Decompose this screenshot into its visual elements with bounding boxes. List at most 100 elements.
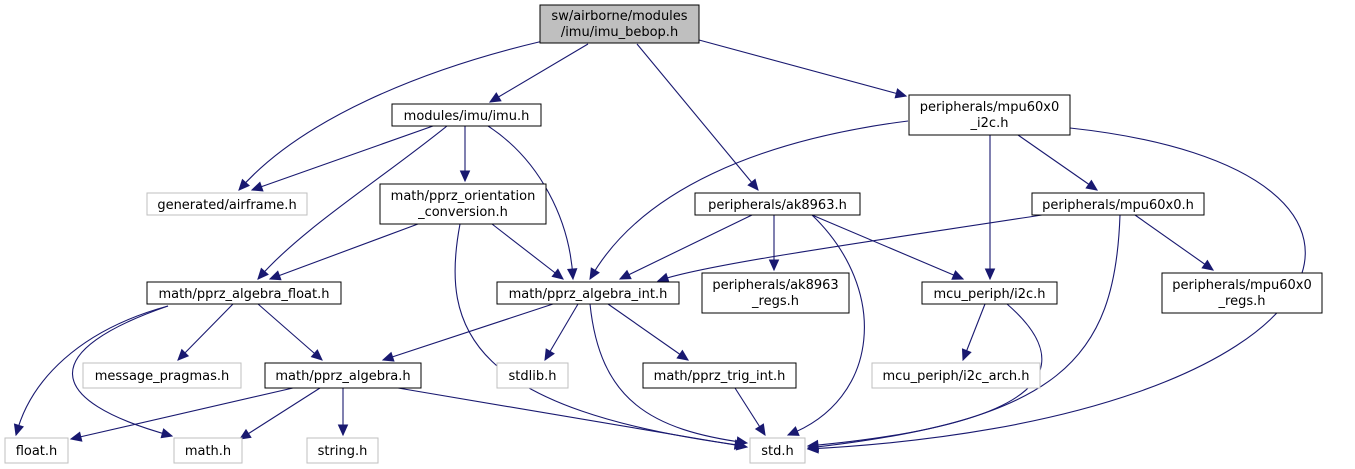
node-stdlib[interactable]: stdlib.h	[496, 362, 569, 389]
edge-line	[382, 303, 554, 361]
arrowhead-icon	[735, 440, 749, 451]
node-label-line: _i2c.h	[970, 116, 1009, 131]
edge-line	[1134, 214, 1214, 271]
edge-imu-bebop-to-mpu60x0-i2c	[698, 39, 908, 99]
edge-line	[257, 303, 323, 361]
edge-line	[269, 223, 419, 280]
node-ak8963[interactable]: peripherals/ak8963.h	[694, 192, 861, 216]
edge-algebra-int-to-trig-int	[607, 303, 689, 361]
node-label-line: peripherals/ak8963	[712, 278, 838, 293]
edge-mpu60x0-to-algebra-int	[656, 214, 1043, 283]
node-pprz-algebra-int[interactable]: math/pprz_algebra_int.h	[496, 281, 680, 305]
arrowhead-icon	[566, 268, 578, 281]
arrowhead-icon	[768, 259, 780, 272]
node-mcu-i2c[interactable]: mcu_periph/i2c.h	[921, 281, 1058, 305]
edge-line	[15, 305, 169, 436]
node-imu-bebop[interactable]: sw/airborne/modules /imu/imu_bebop.h	[539, 4, 700, 44]
arrowhead-icon	[238, 428, 252, 440]
edge-line	[811, 214, 964, 280]
node-label-line: message_pragmas.h	[95, 369, 230, 384]
node-i2c-arch[interactable]: mcu_periph/i2c_arch.h	[871, 362, 1041, 389]
edge-line	[589, 120, 909, 280]
edge-line	[491, 223, 564, 280]
edge-algebra-to-float	[69, 387, 294, 442]
arrowhead-icon	[618, 269, 632, 280]
edge-algebra-int-to-algebra	[381, 303, 554, 362]
node-pprz-algebra[interactable]: math/pprz_algebra.h	[264, 362, 422, 389]
edge-line	[239, 387, 321, 440]
node-ak8963-regs[interactable]: peripherals/ak8963 _regs.h	[701, 272, 850, 314]
arrowhead-icon	[160, 428, 174, 439]
arrowhead-icon	[656, 272, 670, 283]
edge-orientation-to-std	[454, 223, 747, 450]
edge-imu-bebop-to-ak8963	[636, 43, 759, 191]
node-math[interactable]: math.h	[173, 437, 243, 464]
arrowhead-icon	[310, 349, 323, 361]
node-label-line: std.h	[761, 444, 794, 459]
edge-algebra-float-to-algebra	[257, 303, 323, 361]
edge-line	[71, 305, 173, 437]
node-string[interactable]: string.h	[306, 437, 379, 464]
arrowhead-icon	[257, 267, 269, 280]
node-pprz-trig-int[interactable]: math/pprz_trig_int.h	[642, 362, 797, 389]
edge-ak8963-to-ak8963-regs	[768, 215, 780, 272]
node-label-line: mcu_periph/i2c.h	[933, 287, 1045, 302]
arrowhead-icon	[69, 431, 83, 442]
node-label-line: peripherals/mpu60x0.h	[1042, 198, 1194, 213]
edge-algebra-float-to-math	[71, 305, 174, 439]
edge-algebra-to-std	[397, 387, 749, 451]
node-std[interactable]: std.h	[749, 437, 806, 464]
edge-imu-to-airframe	[250, 125, 434, 192]
edge-line	[454, 223, 746, 447]
arrowhead-icon	[806, 439, 819, 451]
edge-line	[70, 387, 294, 440]
arrowhead-icon	[551, 268, 564, 280]
edge-algebra-to-string	[337, 388, 349, 437]
node-label-line: math/pprz_algebra_int.h	[509, 287, 668, 302]
edge-imu-to-orientation	[459, 126, 471, 183]
edge-line	[257, 125, 448, 280]
node-float[interactable]: float.h	[4, 437, 69, 464]
edge-algebra-to-math	[238, 387, 321, 440]
arrowhead-icon	[951, 270, 965, 280]
node-label-line: float.h	[16, 444, 58, 459]
node-pprz-algebra-float[interactable]: math/pprz_algebra_float.h	[146, 281, 342, 305]
arrowhead-icon	[250, 181, 264, 192]
node-message-pragmas[interactable]: message_pragmas.h	[82, 362, 242, 389]
node-imu[interactable]: modules/imu/imu.h	[391, 103, 542, 127]
edge-algebra-float-to-float	[13, 305, 169, 437]
node-airframe[interactable]: generated/airframe.h	[146, 192, 308, 216]
node-label-line: peripherals/mpu60x0	[920, 100, 1059, 115]
node-label-line: math/pprz_trig_int.h	[654, 369, 786, 384]
node-mpu60x0-regs[interactable]: peripherals/mpu60x0 _regs.h	[1161, 272, 1323, 314]
edge-imu-to-algebra-int	[487, 125, 578, 281]
nodes-layer: sw/airborne/modules /imu/imu_bebop.h mod…	[4, 4, 1323, 464]
node-mpu60x0-i2c[interactable]: peripherals/mpu60x0 _i2c.h	[908, 94, 1071, 136]
arrowhead-icon	[754, 423, 766, 437]
node-label-line: _regs.h	[1218, 294, 1266, 309]
edge-line	[698, 39, 907, 97]
edge-line	[636, 43, 759, 191]
arrowhead-icon	[238, 178, 251, 191]
arrowhead-icon	[894, 88, 908, 99]
edge-imu-bebop-to-imu	[488, 43, 589, 103]
edge-algebra-float-to-message-pragmas	[177, 303, 234, 361]
node-label-line: _regs.h	[751, 294, 799, 309]
node-label-line: math/pprz_algebra_float.h	[159, 287, 330, 302]
node-orientation-conversion[interactable]: math/pprz_orientation _conversion.h	[379, 183, 547, 225]
edge-mpu60x0-i2c-to-mpu60x0	[1017, 134, 1098, 191]
edge-mpu60x0-i2c-to-algebra-int	[589, 120, 909, 281]
arrowhead-icon	[747, 178, 759, 191]
edge-ak8963-to-i2c	[811, 214, 965, 280]
arrowhead-icon	[984, 268, 996, 281]
node-label-line: math/pprz_algebra.h	[275, 369, 410, 384]
node-label-line: math.h	[185, 444, 231, 459]
arrowhead-icon	[459, 170, 471, 183]
node-label-line: generated/airframe.h	[157, 198, 296, 213]
edge-algebra-int-to-stdlib	[544, 303, 579, 362]
node-mpu60x0[interactable]: peripherals/mpu60x0.h	[1031, 192, 1205, 216]
edges-layer	[13, 39, 1306, 454]
arrowhead-icon	[676, 349, 689, 361]
arrowhead-icon	[268, 270, 282, 281]
